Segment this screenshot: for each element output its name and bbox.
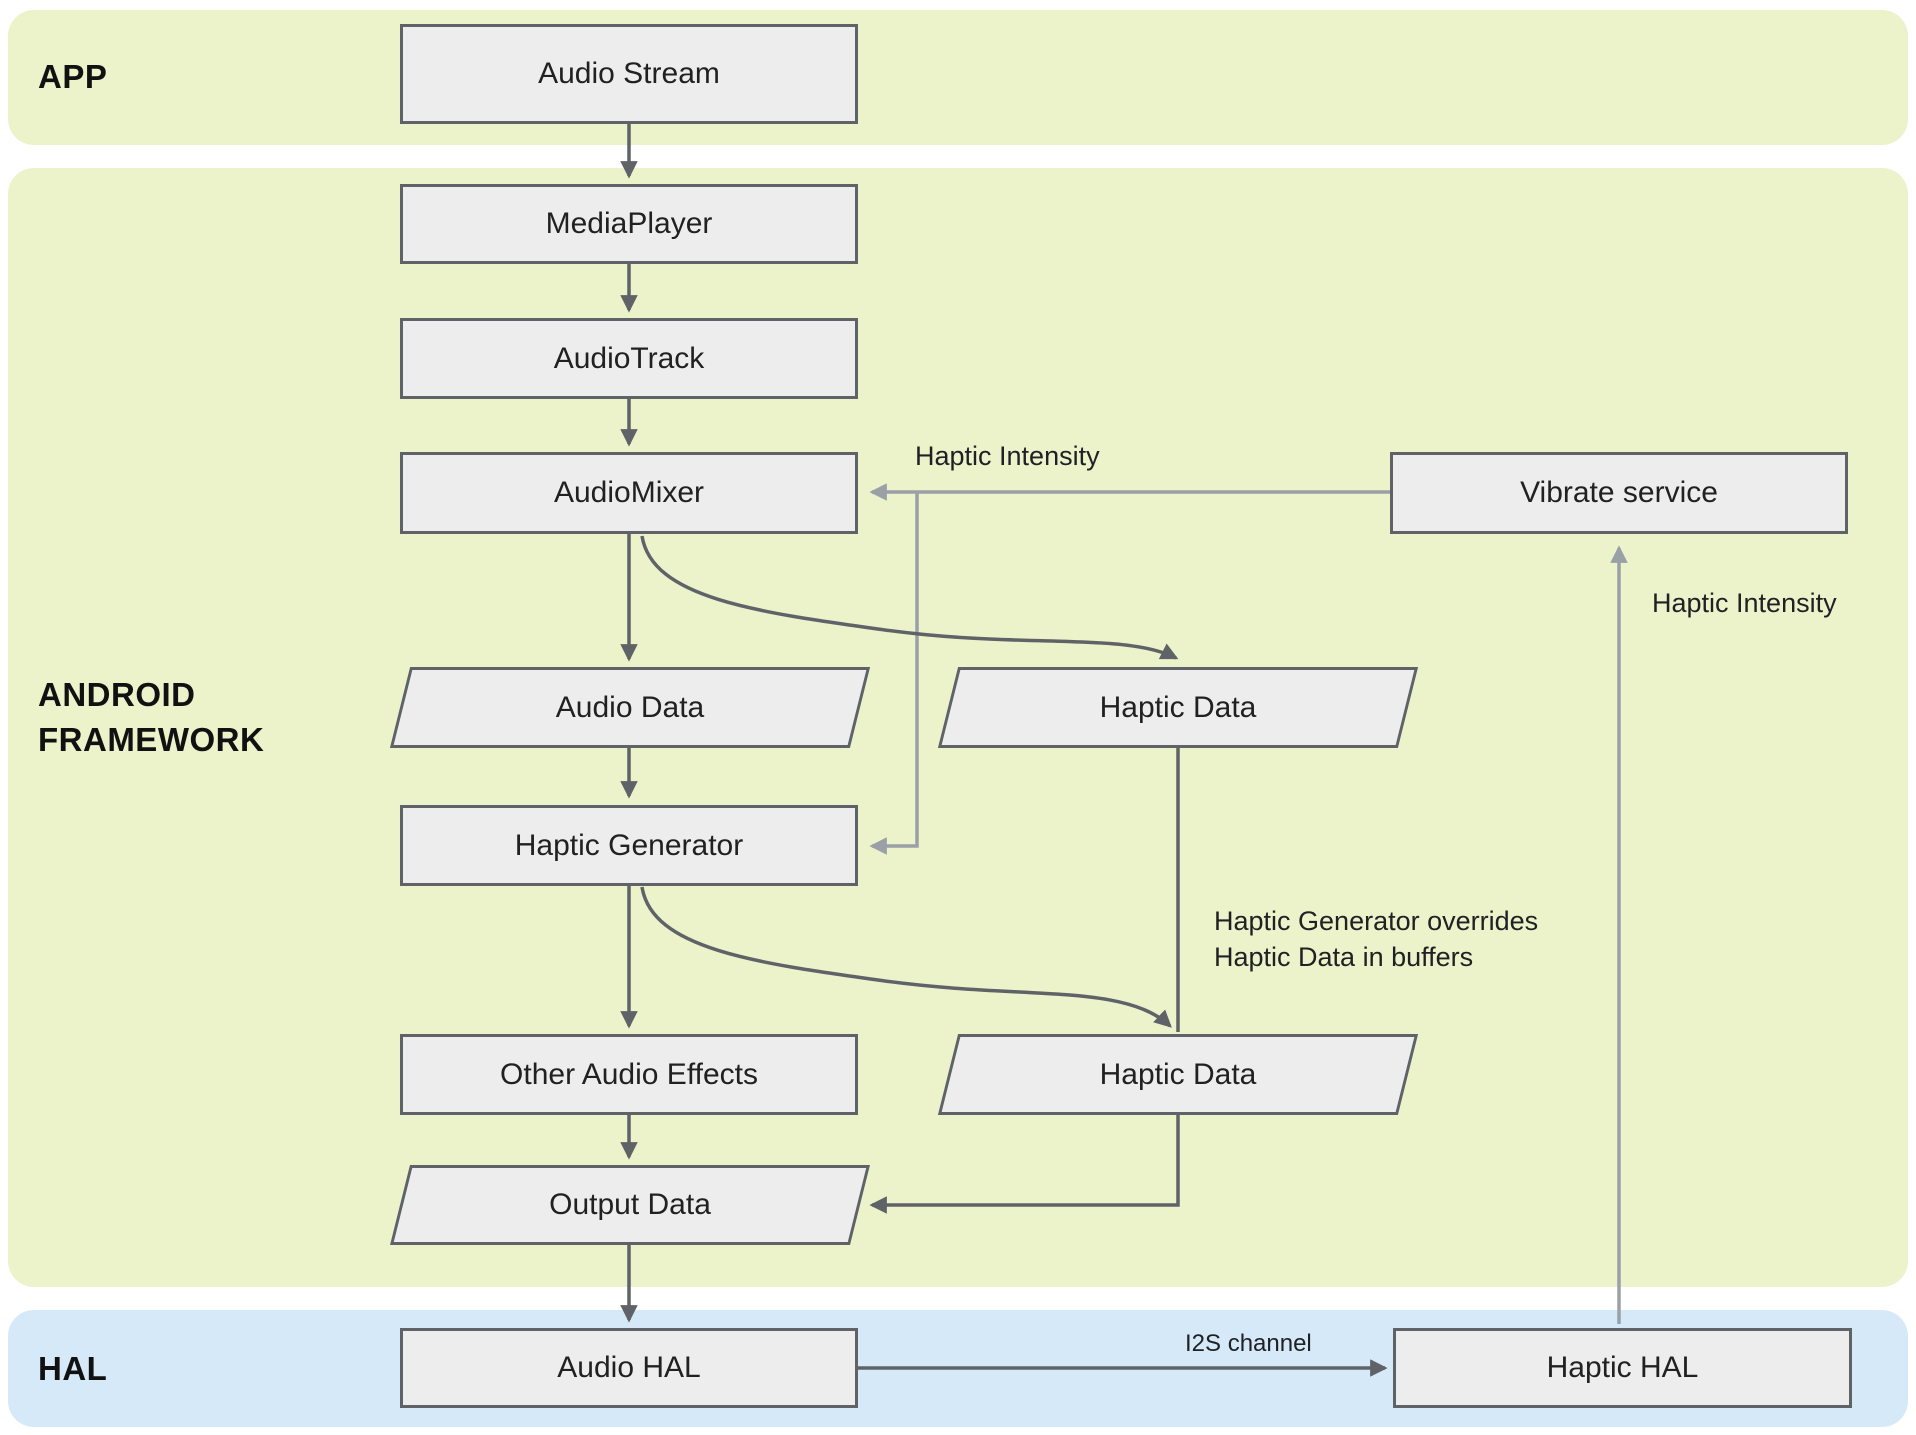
node-audio-track-label: AudioTrack bbox=[553, 341, 705, 375]
node-audio-mixer: AudioMixer bbox=[400, 452, 858, 534]
label-override-note: Haptic Generator overrides Haptic Data i… bbox=[1214, 906, 1539, 972]
node-output-data: Output Data bbox=[390, 1165, 870, 1245]
node-haptic-data-2: Haptic Data bbox=[937, 1034, 1419, 1115]
band-app-label: APP bbox=[38, 58, 108, 95]
node-vibrate-service-label: Vibrate service bbox=[1520, 476, 1718, 509]
node-media-player: MediaPlayer bbox=[400, 184, 858, 264]
band-framework-label: ANDROID FRAMEWORK bbox=[38, 676, 265, 758]
edge-hapticgenerator-hapticdata2 bbox=[640, 886, 1172, 1028]
node-audio-stream-label: Audio Stream bbox=[538, 57, 720, 90]
node-audio-hal-label: Audio HAL bbox=[557, 1351, 701, 1384]
node-haptic-data-2-label: Haptic Data bbox=[1099, 1057, 1257, 1091]
band-hal-label: HAL bbox=[38, 1350, 108, 1387]
node-audio-stream: Audio Stream bbox=[400, 24, 858, 124]
node-audio-track: AudioTrack bbox=[400, 318, 858, 399]
node-output-data-label: Output Data bbox=[549, 1188, 711, 1221]
node-haptic-generator-label: Haptic Generator bbox=[514, 828, 744, 862]
label-haptic-intensity-top: Haptic Intensity bbox=[915, 441, 1100, 471]
node-haptic-generator: Haptic Generator bbox=[400, 805, 858, 886]
node-other-audio-effects-label: Other Audio Effects bbox=[500, 1057, 758, 1091]
node-other-audio-effects: Other Audio Effects bbox=[400, 1034, 858, 1115]
band-app bbox=[8, 10, 1908, 145]
node-audio-hal: Audio HAL bbox=[400, 1328, 858, 1408]
node-haptic-hal: Haptic HAL bbox=[1393, 1328, 1852, 1408]
node-haptic-hal-label: Haptic HAL bbox=[1546, 1351, 1699, 1384]
edge-audiomixer-hapticdata1 bbox=[640, 535, 1179, 660]
node-vibrate-service: Vibrate service bbox=[1390, 452, 1848, 534]
label-haptic-intensity-right: Haptic Intensity bbox=[1652, 588, 1837, 618]
node-audio-data: Audio Data bbox=[389, 667, 871, 748]
node-audio-data-label: Audio Data bbox=[555, 690, 705, 724]
node-haptic-data-1: Haptic Data bbox=[937, 667, 1419, 748]
edge-vibrate-to-hapticgenerator bbox=[869, 492, 919, 855]
label-i2s-channel: I2S channel bbox=[1185, 1330, 1312, 1357]
edge-hapticdata2-outputdata bbox=[869, 1115, 1180, 1214]
node-haptic-data-1-label: Haptic Data bbox=[1099, 690, 1257, 724]
node-audio-mixer-label: AudioMixer bbox=[553, 476, 705, 509]
node-media-player-label: MediaPlayer bbox=[545, 207, 713, 240]
